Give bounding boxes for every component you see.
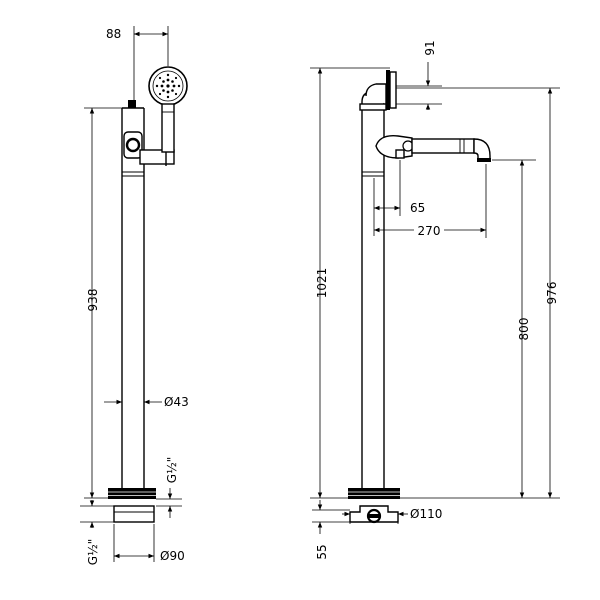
dim-outlet-offset: 65 xyxy=(373,160,425,236)
dim-label-938: 938 xyxy=(86,289,100,312)
dim-label-1021: 1021 xyxy=(315,268,329,299)
handshower-nozzles-icon xyxy=(155,73,181,99)
right-base xyxy=(348,488,400,524)
dim-spout-reach: 270 xyxy=(374,164,487,238)
dim-base-diameter-left: Ø90 xyxy=(113,524,185,563)
left-top-cap xyxy=(128,100,136,108)
dim-label-g-upper: G½" xyxy=(165,457,179,483)
dim-base-depth: 55 xyxy=(312,500,350,560)
dim-label-91: 91 xyxy=(423,40,437,55)
dim-base-diameter-right: Ø110 xyxy=(342,507,442,524)
dim-outlet-height: 800 xyxy=(492,159,536,498)
dim-label-d90: Ø90 xyxy=(160,549,185,563)
dim-label-d110: Ø110 xyxy=(410,507,442,521)
right-view: 91 1021 976 800 65 xyxy=(310,40,560,560)
dim-total-height: 1021 xyxy=(310,67,390,499)
left-base xyxy=(108,488,156,523)
dim-label-976: 976 xyxy=(545,282,559,305)
left-riser-pipe xyxy=(121,107,145,488)
dim-label-g-lower: G½" xyxy=(86,539,100,565)
dim-label-d43: Ø43 xyxy=(164,395,189,409)
spout xyxy=(375,135,491,162)
dim-spout-height: 976 xyxy=(396,87,560,499)
dim-thread-upper: G½" xyxy=(156,457,182,518)
dim-thread-lower: G½" xyxy=(80,500,114,565)
dim-top-offset: 91 xyxy=(396,40,442,110)
dim-handshower-offset: 88 xyxy=(106,26,169,100)
dim-pipe-diameter: Ø43 xyxy=(104,395,189,409)
right-top-bend xyxy=(359,70,397,111)
dim-label-88: 88 xyxy=(106,27,121,41)
right-riser-pipe xyxy=(361,108,385,488)
dim-label-55: 55 xyxy=(315,544,329,559)
handshower xyxy=(148,66,188,153)
dim-label-800: 800 xyxy=(517,318,531,341)
dim-left-height: 938 xyxy=(84,107,122,499)
dim-label-65: 65 xyxy=(410,201,425,215)
dim-label-270: 270 xyxy=(418,224,441,238)
left-view: 88 938 Ø43 G½" G½" xyxy=(80,26,189,565)
